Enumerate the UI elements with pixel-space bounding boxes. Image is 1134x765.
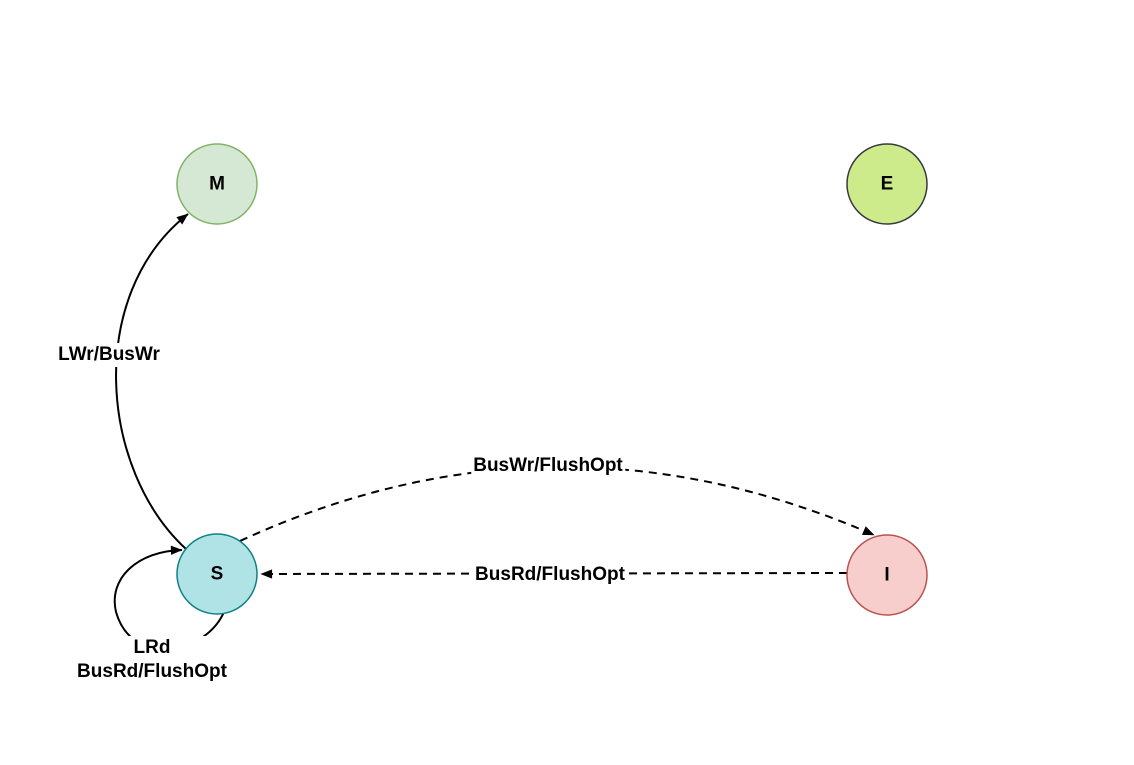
node-s-label: S [211,564,224,585]
edge-label-busrd-flushopt: BusRd/FlushOpt [473,563,627,587]
node-m-label: M [209,174,225,195]
edge-label-buswr-flushopt: BusWr/FlushOpt [471,454,625,478]
node-m-circle [176,143,258,225]
node-e-circle [846,143,928,225]
state-node-i: I [846,534,928,616]
node-e-label: E [881,174,894,195]
state-node-m: M [176,143,258,225]
state-node-s: S [176,533,258,615]
edge-s-to-i [239,466,875,542]
edge-label-self-loop-line1: LRd [133,637,171,658]
node-s-circle [176,533,258,615]
edge-label-self-loop-line2: BusRd/FlushOpt [77,661,227,682]
edge-label-lwr-buswr: LWr/BusWr [56,343,162,367]
node-i-label: I [884,565,889,586]
edge-label-self-loop: LRd BusRd/FlushOpt [75,636,229,684]
state-node-e: E [846,143,928,225]
edge-s-to-m [115,213,189,550]
node-i-circle [846,534,928,616]
